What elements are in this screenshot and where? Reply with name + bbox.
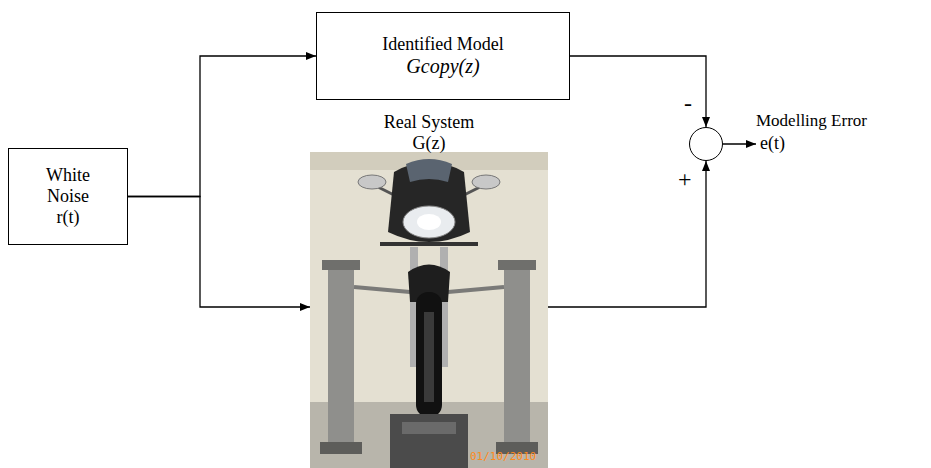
signal-arrow [570,56,706,127]
transfer-function: Gcopy(z) [406,55,479,78]
node-title: Identified Model [382,34,503,55]
motorcycle-photo [310,152,548,468]
summing-junction [689,127,723,161]
signal-arrow [128,56,316,197]
output-label: Modelling Error [756,112,867,131]
real-system: Real System G(z) [310,112,548,468]
sign-label: + [678,167,692,191]
signal-name: e(t) [760,134,785,154]
node-title: Real System G(z) [374,112,484,153]
signal-arrow [128,197,310,308]
sign-label: - [684,91,692,115]
signal-arrow [548,161,706,307]
model-box: Identified ModelGcopy(z) [316,12,570,100]
node-title: White Noise r(t) [46,165,90,227]
output-arrow [723,143,756,144]
date-stamp: 01/10/2010 [470,451,536,463]
source-box: White Noise r(t) [8,148,128,245]
